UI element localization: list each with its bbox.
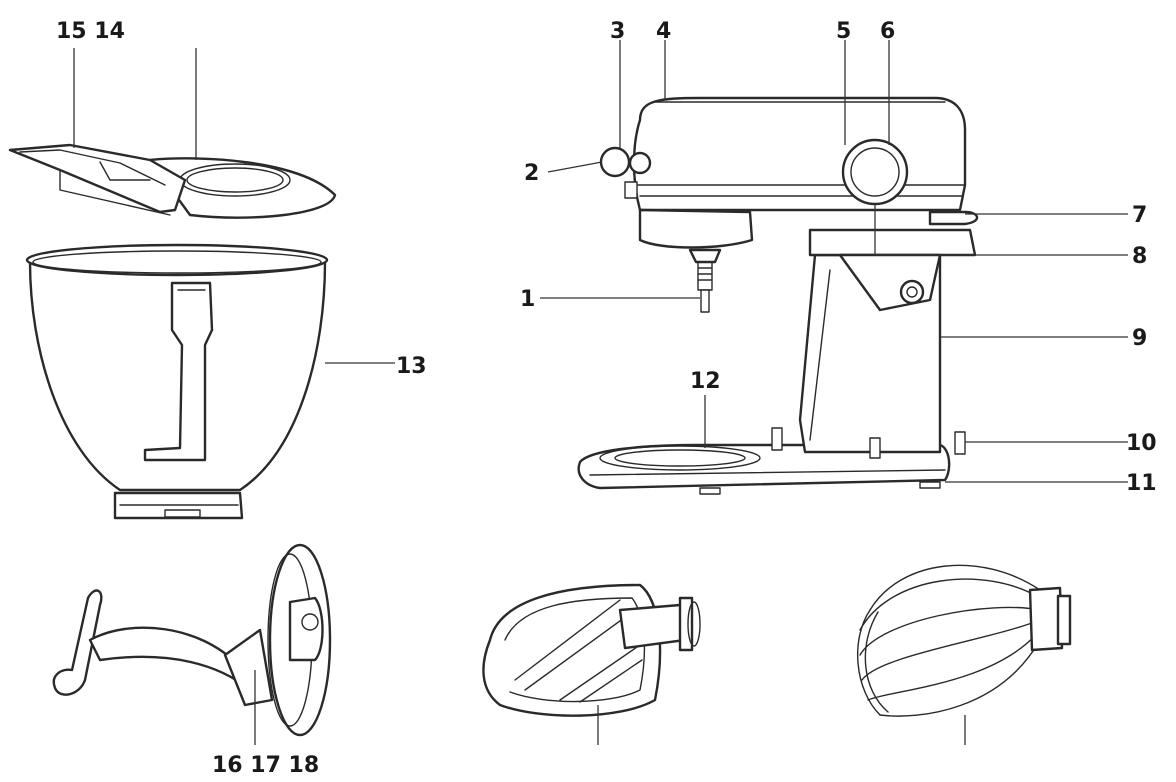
label-9: 9 (1132, 326, 1147, 351)
part-labels: 15 14 13 3 4 2 1 5 6 7 8 9 12 10 11 16 1… (56, 19, 1157, 778)
pouring-shield (8, 143, 337, 219)
label-7: 7 (1132, 203, 1147, 228)
label-8: 8 (1132, 244, 1147, 269)
label-3: 3 (610, 19, 625, 44)
stand-mixer (577, 96, 979, 495)
label-2: 2 (524, 161, 539, 186)
label-12: 12 (690, 369, 721, 394)
label-11: 11 (1126, 471, 1157, 496)
label-10: 10 (1126, 431, 1157, 456)
wire-whip (856, 564, 1072, 717)
leader-2 (547, 161, 603, 173)
mixing-bowl (25, 243, 329, 520)
label-4: 4 (656, 19, 671, 44)
label-6: 6 (880, 19, 895, 44)
dough-hook (52, 543, 332, 737)
leader-lines (73, 40, 1128, 745)
label-15-14: 15 14 (56, 19, 125, 44)
label-5: 5 (836, 19, 851, 44)
label-13: 13 (396, 354, 427, 379)
label-16-17-18: 16 17 18 (212, 753, 319, 778)
label-1: 1 (520, 287, 535, 312)
flat-beater (482, 583, 701, 717)
